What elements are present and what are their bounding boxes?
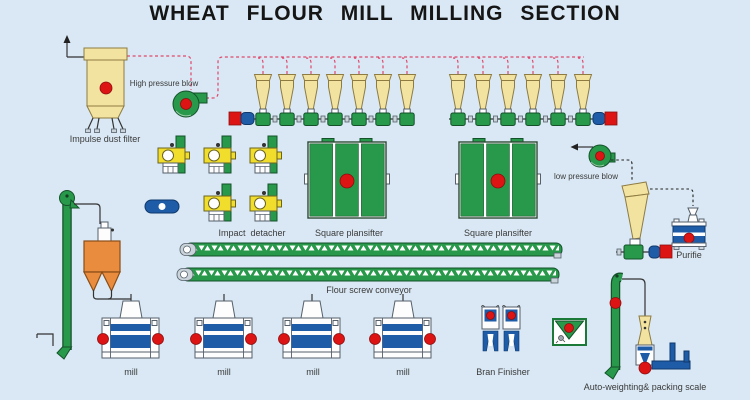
cyclone-battery-right (449, 74, 618, 126)
cyclone-duct-drop (353, 57, 360, 74)
cyclone-duct-drop (305, 57, 312, 74)
inlet-arrow-icon (570, 143, 578, 151)
pneumatic-duct-lines (127, 55, 584, 99)
cyclone-duct-drop (577, 57, 584, 74)
shaft-coupling (296, 115, 302, 123)
packing-elevator (604, 272, 646, 380)
cyclone (499, 74, 517, 126)
cyclone-to-purifier-duct (650, 188, 694, 206)
bran-finisher-unit (502, 305, 521, 352)
mill-elevator (36, 190, 101, 360)
cyclone-duct-drop (552, 57, 559, 74)
roller-mill (368, 293, 437, 359)
square-plansifter-left-label: Square plansifter (314, 228, 384, 238)
square-plansifters (303, 137, 542, 219)
shaft-coupling (468, 115, 473, 123)
square-plansifter (454, 137, 542, 219)
cyclone (350, 74, 368, 126)
high-pressure-blow-label: High pressure blow (129, 79, 199, 88)
shaft-coupling (493, 115, 498, 123)
roller-mill (96, 293, 165, 359)
shaft-coupling (518, 115, 523, 123)
cyclone-duct-drop (502, 57, 509, 74)
flour-screw-conveyor-label: Flour screw conveyor (326, 285, 412, 295)
bran-finisher-unit (481, 305, 500, 352)
screw-conveyor (179, 242, 563, 259)
square-plansifter (303, 137, 391, 219)
mill-2-label: mill (217, 367, 231, 377)
purifier-label: Purifie (676, 250, 702, 260)
bran-finisher (481, 305, 521, 352)
cyclone (549, 74, 567, 126)
screw-conveyor (176, 267, 560, 284)
impact-detacher-unit (203, 183, 236, 222)
cyclone-duct-drop (281, 57, 288, 74)
cyclone (524, 74, 542, 126)
shaft-coupling (368, 115, 374, 123)
page-title: WHEAT FLOUR MILL MILLING SECTION (149, 2, 621, 25)
cyclone (254, 74, 272, 126)
shaft-coupling (568, 115, 573, 123)
cyclone-duct-drop (401, 57, 408, 74)
capsule-conveyor (144, 199, 180, 214)
airlock-motor-right (592, 111, 618, 126)
packing-scale-label: Auto-weighting& packing scale (583, 382, 707, 392)
cyclone (278, 74, 296, 126)
impulse-dust-filter (63, 35, 128, 133)
cyclone (326, 74, 344, 126)
impulse-dust-filter-label: Impulse dust filter (69, 134, 141, 144)
shaft-coupling (543, 115, 548, 123)
shaft-coupling (272, 115, 278, 123)
impact-detacher-unit (249, 183, 282, 222)
cyclone-battery-left (228, 74, 416, 126)
shaft-coupling (392, 115, 398, 123)
shaft-coupling (320, 115, 326, 123)
cyclone-duct-drop (257, 57, 264, 74)
impact-detacher-unit (157, 135, 190, 174)
impact-detacher-label: Impact detacher (218, 228, 286, 238)
cyclone-duct-drop (452, 57, 459, 74)
mills (96, 293, 437, 359)
square-plansifter-right-label: Square plansifter (463, 228, 533, 238)
cyclone-duct-drop (477, 57, 484, 74)
cyclone (449, 74, 467, 126)
impact-detacher-unit (249, 135, 282, 174)
cyclone-duct-drop (377, 57, 384, 74)
airlock-motor-left (228, 111, 255, 126)
flow-detector (552, 318, 587, 346)
shaft-coupling (344, 115, 350, 123)
bran-finisher-label: Bran Finisher (476, 367, 530, 377)
impact-detacher-unit (203, 135, 236, 174)
high-pressure-blower (172, 90, 208, 118)
mill-3-label: mill (306, 367, 320, 377)
exhaust-arrow-icon (63, 35, 71, 43)
roller-mill (277, 293, 346, 359)
packing-scale (635, 315, 691, 375)
cyclone-duct-drop (329, 57, 336, 74)
low-pressure-blow-label: low pressure blow (553, 172, 619, 181)
mill-1-label: mill (124, 367, 138, 377)
cyclone (398, 74, 416, 126)
roller-mill (189, 293, 258, 359)
cyclone (302, 74, 320, 126)
blower-to-cyclone-duct (611, 159, 633, 181)
purifier (671, 207, 707, 250)
mill-4-label: mill (396, 367, 410, 377)
low-pressure-blower (570, 143, 616, 168)
cyclone (474, 74, 492, 126)
surge-hopper (83, 221, 131, 300)
cyclone (574, 74, 592, 126)
purifier-cyclone (616, 181, 673, 260)
flour-screw-conveyors (176, 242, 563, 284)
cyclone (374, 74, 392, 126)
cyclone-duct-drop (527, 57, 534, 74)
